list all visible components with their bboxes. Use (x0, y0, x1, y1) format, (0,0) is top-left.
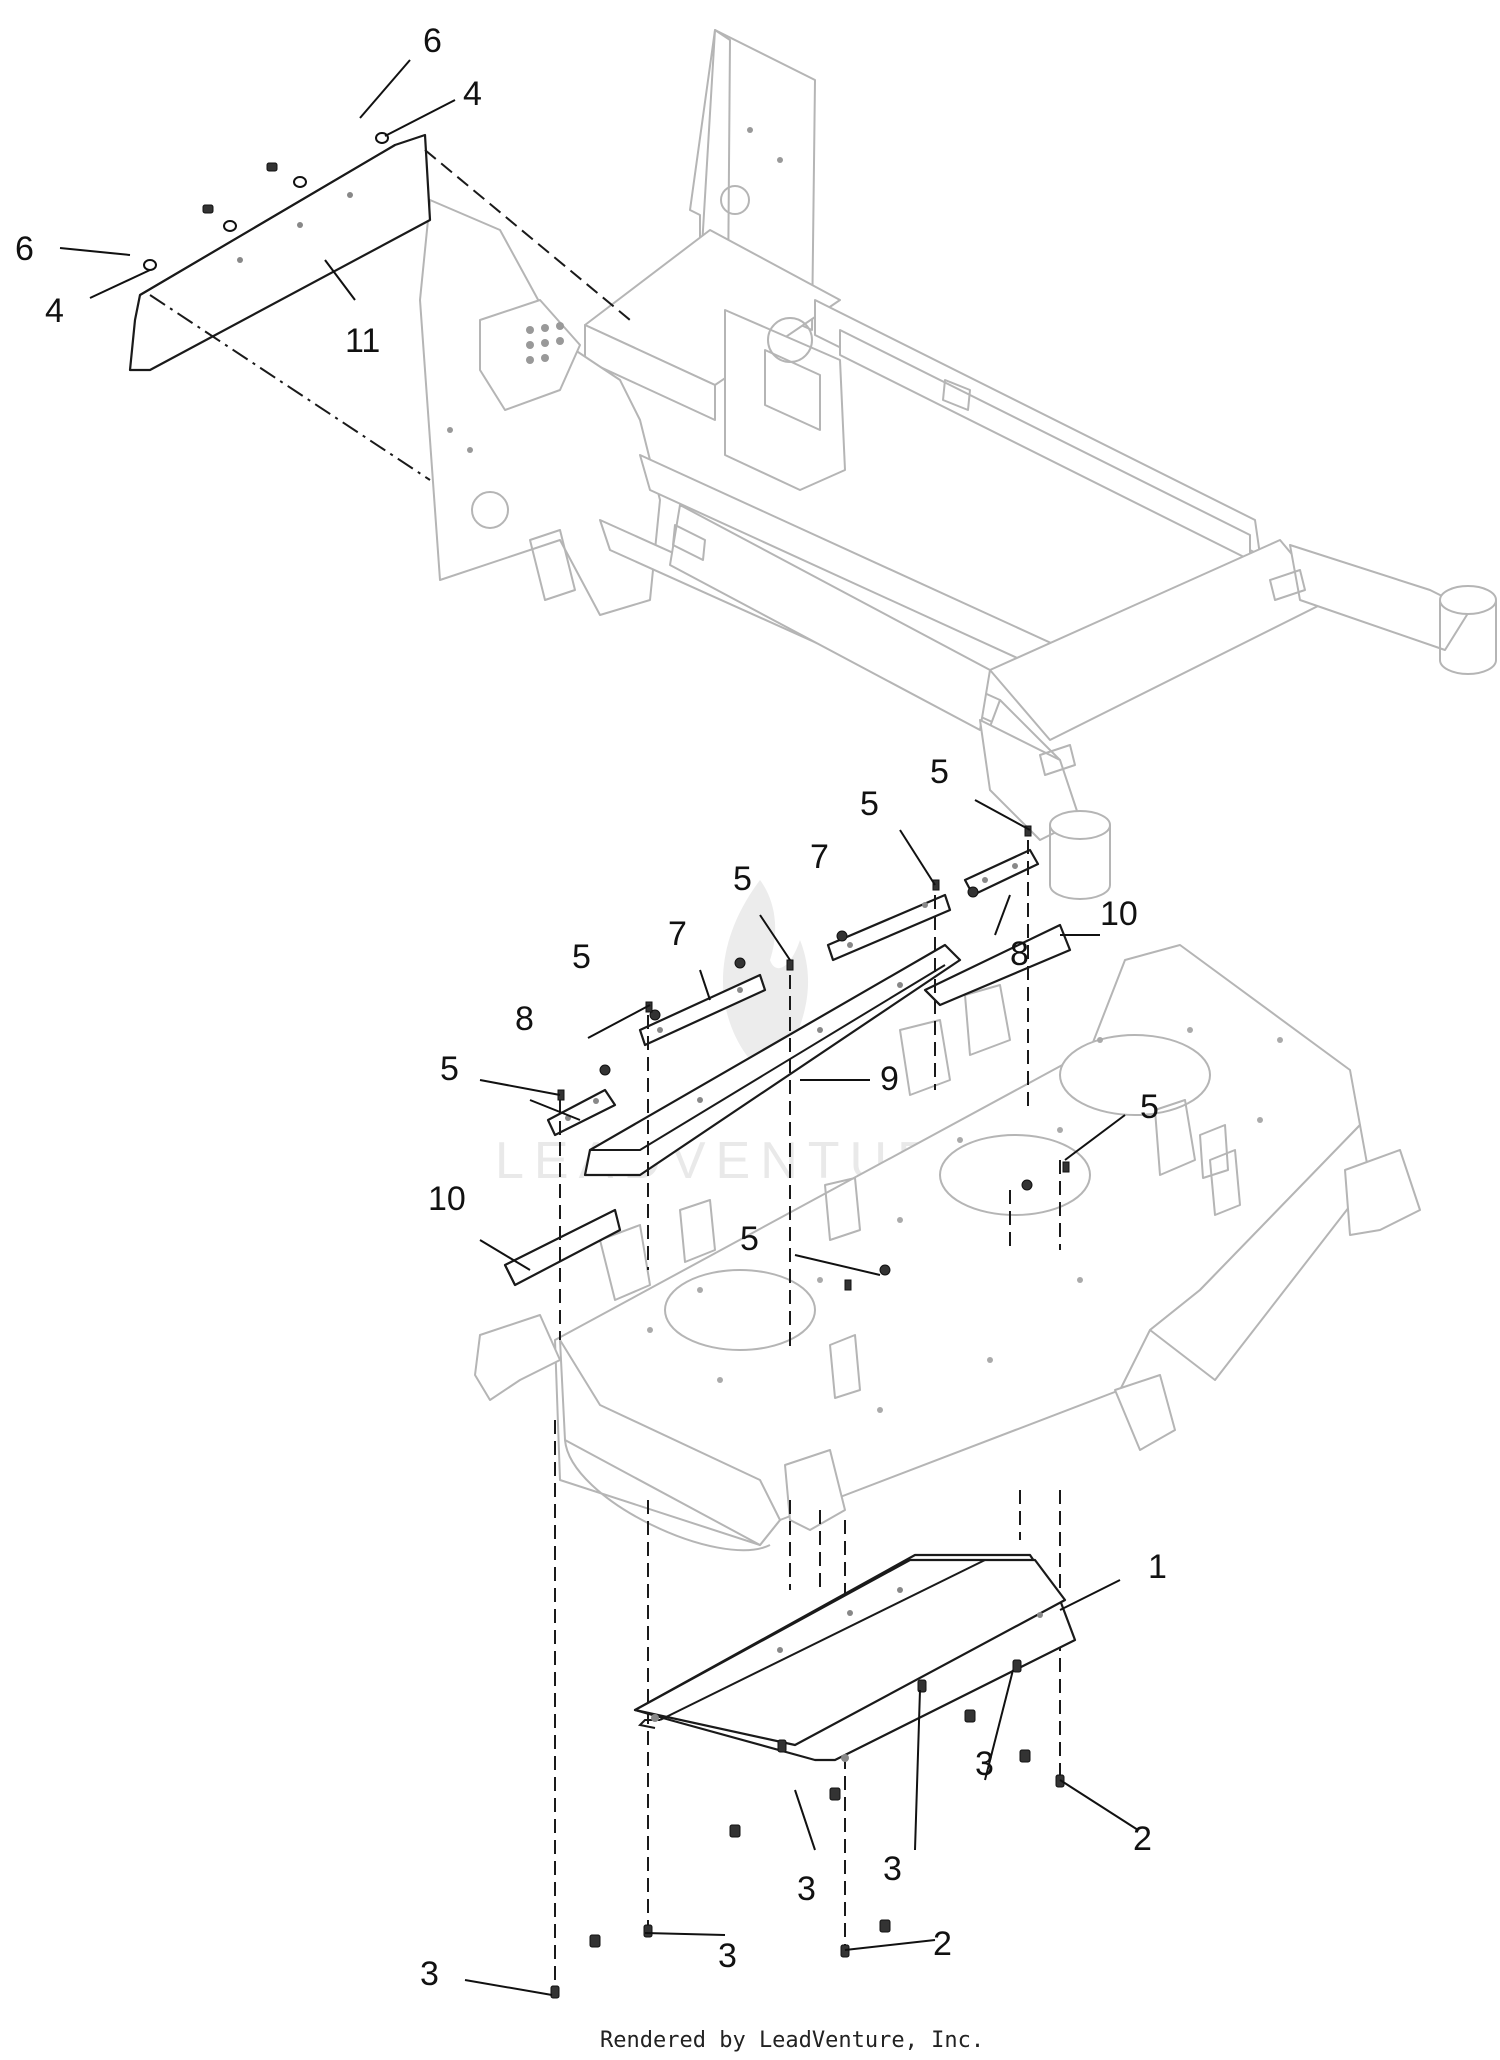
shield-part-11 (128, 133, 432, 372)
leader-lines (59, 59, 1139, 1996)
callout-2: 2 (933, 1925, 952, 1963)
assembly-lines (554, 840, 1061, 1995)
callout-7: 7 (668, 915, 687, 953)
callout-4: 4 (463, 75, 482, 113)
callout-1: 1 (1148, 1548, 1167, 1586)
baffle-part-9 (583, 943, 962, 1177)
callout-8: 8 (1010, 935, 1029, 973)
callout-numbers: 6 4 6 4 11 5 5 7 5 10 8 5 7 8 5 9 5 10 5… (15, 22, 1167, 1993)
callout-4: 4 (45, 292, 64, 330)
callout-5: 5 (930, 753, 949, 791)
tractor-frame (419, 29, 1497, 900)
callout-10: 10 (1100, 895, 1138, 933)
callout-7: 7 (810, 838, 829, 876)
bottom-fasteners (550, 1659, 1065, 1999)
shield-fasteners (143, 132, 389, 271)
spacer-part-8-left (546, 1088, 617, 1137)
callout-3: 3 (975, 1745, 994, 1783)
watermark: LEADVENTURE (495, 880, 979, 1190)
callout-5: 5 (1140, 1088, 1159, 1126)
callout-8: 8 (515, 1000, 534, 1038)
callout-5: 5 (740, 1220, 759, 1258)
callout-5: 5 (440, 1050, 459, 1088)
shield-part-1 (633, 1553, 1077, 1762)
strap-part-7-left (638, 973, 767, 1047)
bracket-part-10-left (503, 1208, 622, 1287)
callout-5: 5 (733, 860, 752, 898)
callout-3: 3 (797, 1870, 816, 1908)
callout-3: 3 (718, 1937, 737, 1975)
callout-5: 5 (572, 938, 591, 976)
callout-10: 10 (428, 1180, 466, 1218)
watermark-flame-icon (722, 880, 809, 1080)
baffle-fasteners (557, 825, 1070, 1291)
callout-3: 3 (883, 1850, 902, 1888)
mower-deck (474, 944, 1421, 1552)
strap-part-7-right (826, 893, 952, 962)
callout-3: 3 (420, 1955, 439, 1993)
callout-9: 9 (880, 1060, 899, 1098)
callout-2: 2 (1133, 1820, 1152, 1858)
callout-6: 6 (15, 230, 34, 268)
callout-6: 6 (423, 22, 442, 60)
callout-11: 11 (345, 322, 380, 360)
footer-credit: Rendered by LeadVenture, Inc. (600, 2028, 984, 2053)
callout-5: 5 (860, 785, 879, 823)
